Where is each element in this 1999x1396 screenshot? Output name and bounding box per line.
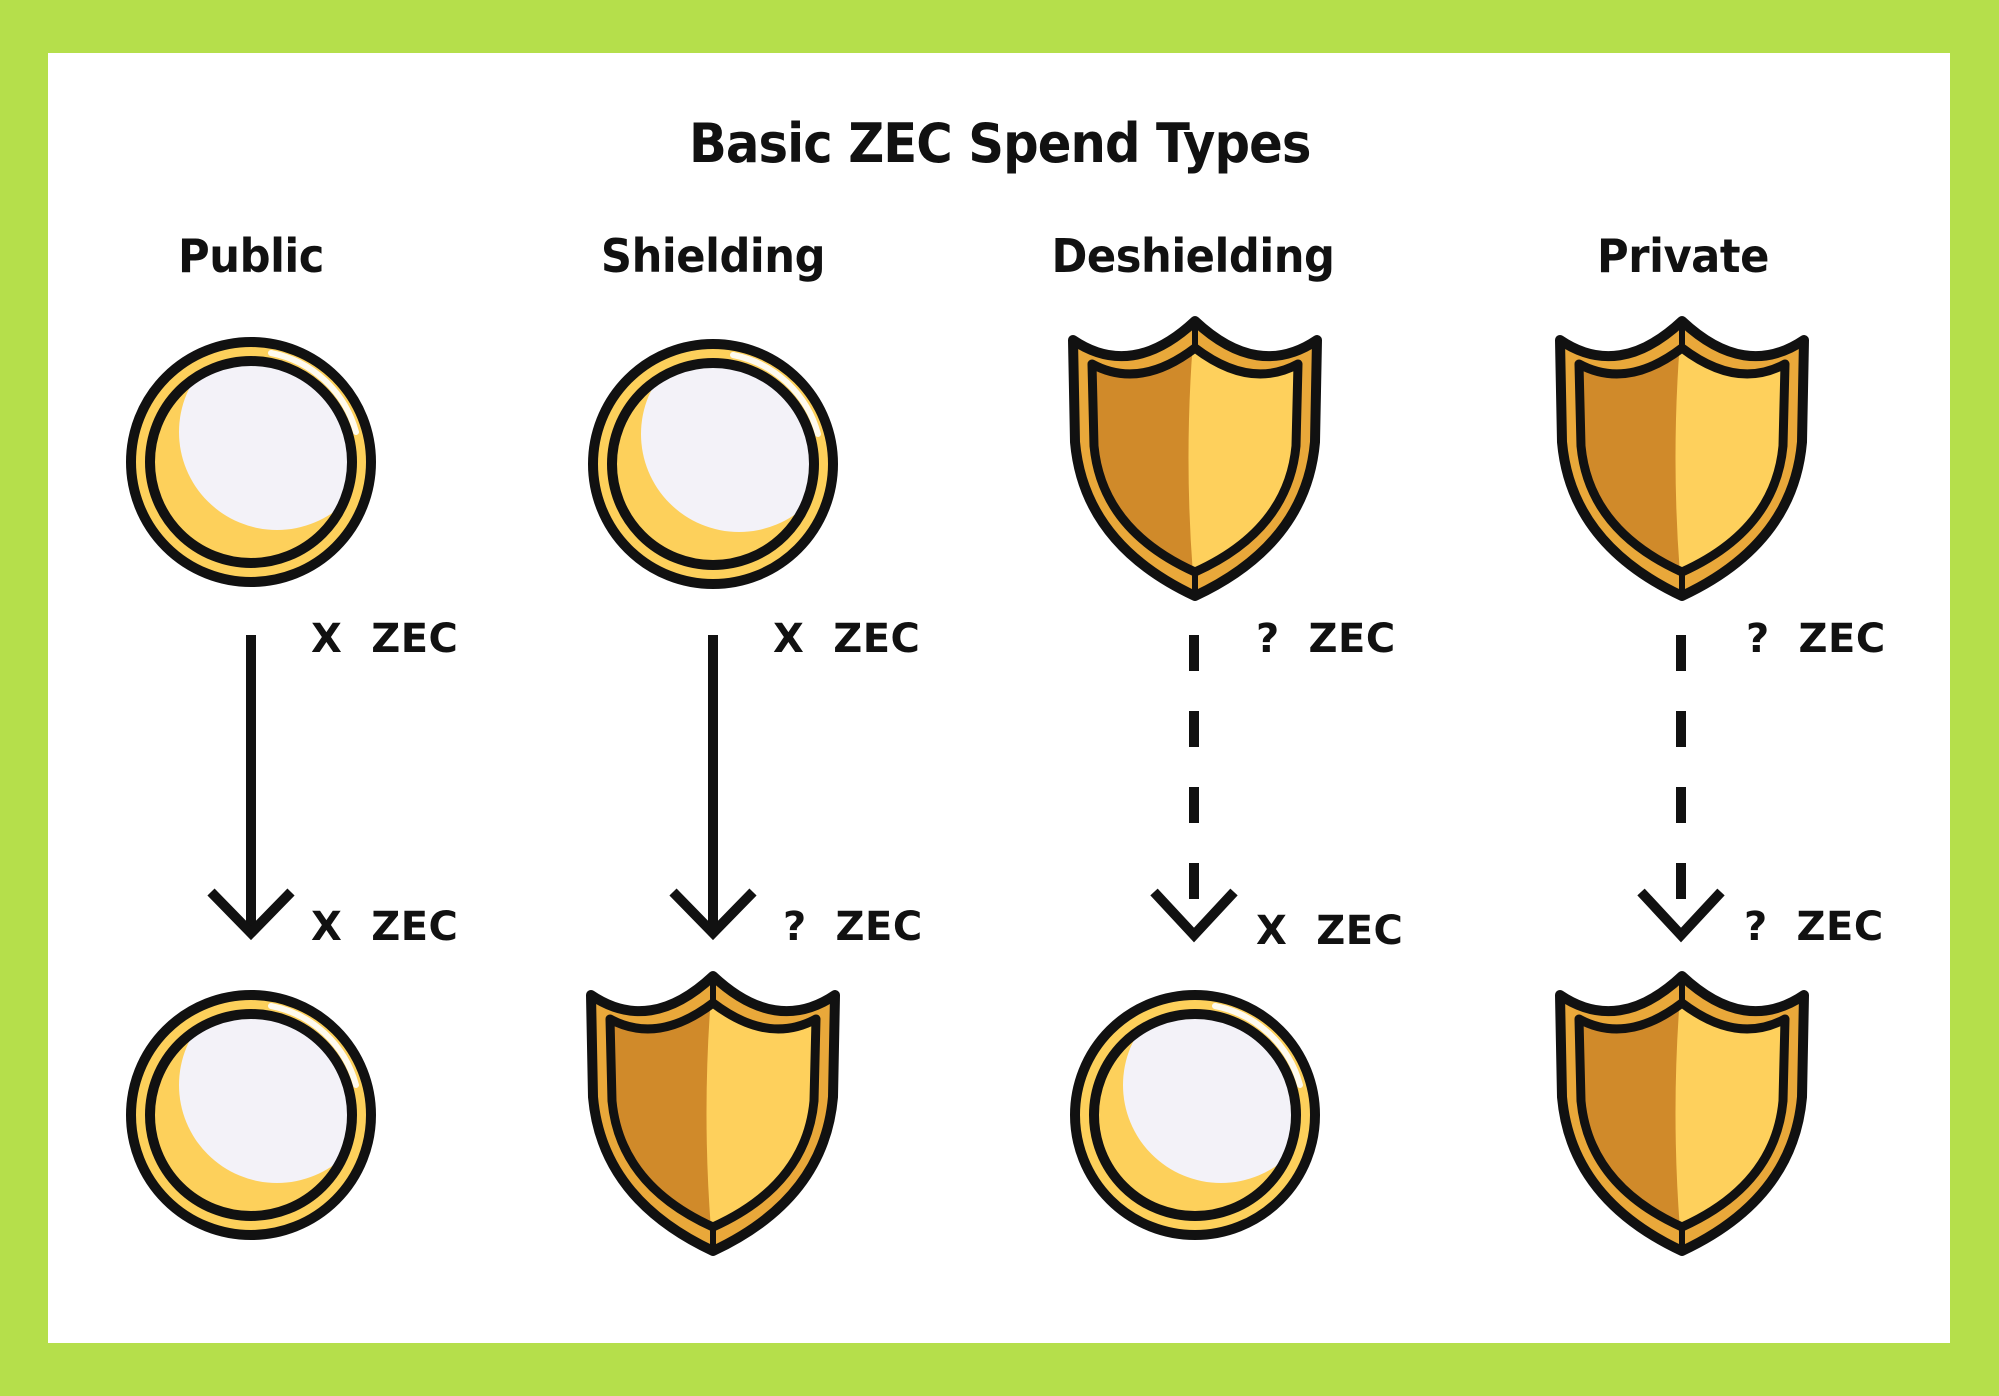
shield-icon: [1070, 318, 1320, 598]
deshielding-output-amount: X ZEC: [1256, 908, 1404, 954]
solid-arrow-icon: [207, 635, 295, 941]
dashed-arrow-icon: [1637, 635, 1725, 943]
deshielding-input-amount: ? ZEC: [1256, 616, 1396, 662]
private-column-art: [1557, 318, 1807, 1253]
dashed-arrow-icon: [1150, 635, 1238, 943]
private-output-amount: ? ZEC: [1744, 904, 1884, 950]
coin-icon: [1075, 987, 1319, 1235]
coin-icon: [593, 336, 837, 584]
public-column-art: [131, 334, 375, 1235]
column-title-deshielding: Deshielding: [1051, 229, 1335, 283]
shielding-column-art: [588, 336, 838, 1253]
deshielding-column-art: [1070, 318, 1320, 1235]
public-input-amount: X ZEC: [311, 616, 459, 662]
coin-icon: [131, 334, 375, 582]
public-output-amount: X ZEC: [311, 904, 459, 950]
shielding-input-amount: X ZEC: [773, 616, 921, 662]
column-title-shielding: Shielding: [600, 229, 826, 283]
shield-icon: [1557, 973, 1807, 1253]
shield-icon: [588, 973, 838, 1253]
shielding-output-amount: ? ZEC: [783, 904, 923, 950]
private-input-amount: ? ZEC: [1746, 616, 1886, 662]
diagram-title: Basic ZEC Spend Types: [688, 112, 1312, 175]
column-title-public: Public: [178, 229, 324, 283]
solid-arrow-icon: [669, 635, 757, 941]
column-title-private: Private: [1597, 229, 1769, 283]
shield-icon: [1557, 318, 1807, 598]
coin-icon: [131, 987, 375, 1235]
